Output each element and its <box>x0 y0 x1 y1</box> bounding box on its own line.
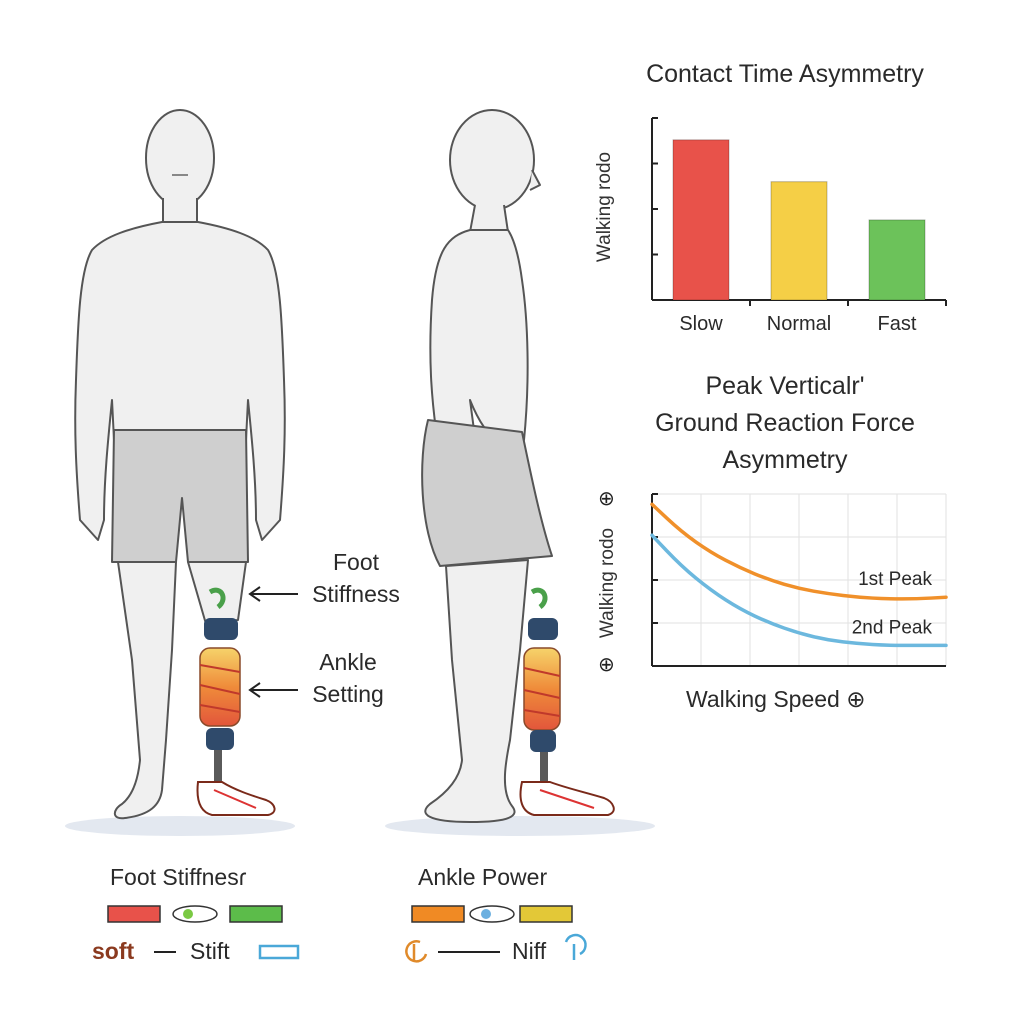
front-figure <box>74 109 286 820</box>
ankle-spring-icon <box>469 905 515 923</box>
ankle-swatch-high <box>519 905 573 923</box>
callout-foot-line2: Stiffness <box>312 581 400 607</box>
ankle-swatch-low <box>411 905 465 923</box>
line-chart-title-line1: Peak Verticalr' <box>705 372 865 400</box>
ankle-legend-high-label: Niff <box>512 938 547 964</box>
callout-ankle-line2: Setting <box>312 681 384 707</box>
ankle-legend-title: Ankle Power <box>418 864 548 890</box>
line-series-label: 1st Peak <box>858 569 932 590</box>
foot-stiffness-arrow <box>248 586 298 602</box>
foot-legend-title: Foot Stiffnesɾ <box>110 864 247 890</box>
foot-legend-low-label: soft <box>92 938 135 964</box>
line-chart-title-line3: Asymmetry <box>722 446 848 474</box>
foot-swatch-stiff <box>229 905 283 923</box>
line-chart-title-line2: Ground Reaction Force <box>655 409 915 437</box>
foot-swatch-soft <box>107 905 161 923</box>
line-series-label: 2nd Peak <box>852 617 933 638</box>
side-prosthesis <box>519 587 615 816</box>
foot-stiffness-callout: Foot Stiffness <box>300 546 412 610</box>
bar-slow <box>672 139 730 301</box>
line-chart-title: Peak Verticalr' Ground Reaction Force As… <box>620 368 950 479</box>
bar-category-label: Normal <box>767 313 831 335</box>
line-series-2 <box>650 533 948 648</box>
callout-ankle-line1: Ankle <box>319 649 377 675</box>
foot-spring-icon <box>172 905 218 923</box>
foot-legend-high-label: Stift <box>190 938 230 964</box>
ankle-setting-callout: Ankle Setting <box>290 646 406 710</box>
bracket-icon <box>258 944 300 960</box>
floor-shadow-front <box>65 816 295 836</box>
plus-circle-icon: ⊕ <box>598 654 615 676</box>
bar-chart-title: Contact Time Asymmetry <box>646 60 924 88</box>
plus-circle-icon: ⊕ <box>598 488 615 510</box>
ankle-setting-arrow <box>248 682 298 698</box>
ankle-legend-swatches <box>411 905 573 923</box>
plus-circle-icon: ⊕ <box>846 686 866 712</box>
bar-category-label: Fast <box>878 313 917 335</box>
callout-arrows <box>248 586 298 698</box>
line-chart-xlabel: Walking Speed ⊕ <box>686 686 866 713</box>
refresh-icon <box>564 933 587 960</box>
bar-normal <box>770 181 828 301</box>
refresh-icon <box>405 940 428 963</box>
foot-spring-dot <box>183 909 193 919</box>
line-series-1 <box>650 502 948 601</box>
line-chart-xlabel-text: Walking Speed <box>686 686 840 712</box>
side-figure <box>421 109 553 823</box>
foot-legend-swatches <box>107 905 283 923</box>
ankle-spring-dot <box>481 909 491 919</box>
bar-category-label: Slow <box>679 313 723 335</box>
front-prosthesis <box>196 587 276 816</box>
bar-fast <box>868 219 926 301</box>
callout-foot-line1: Foot <box>332 549 380 575</box>
